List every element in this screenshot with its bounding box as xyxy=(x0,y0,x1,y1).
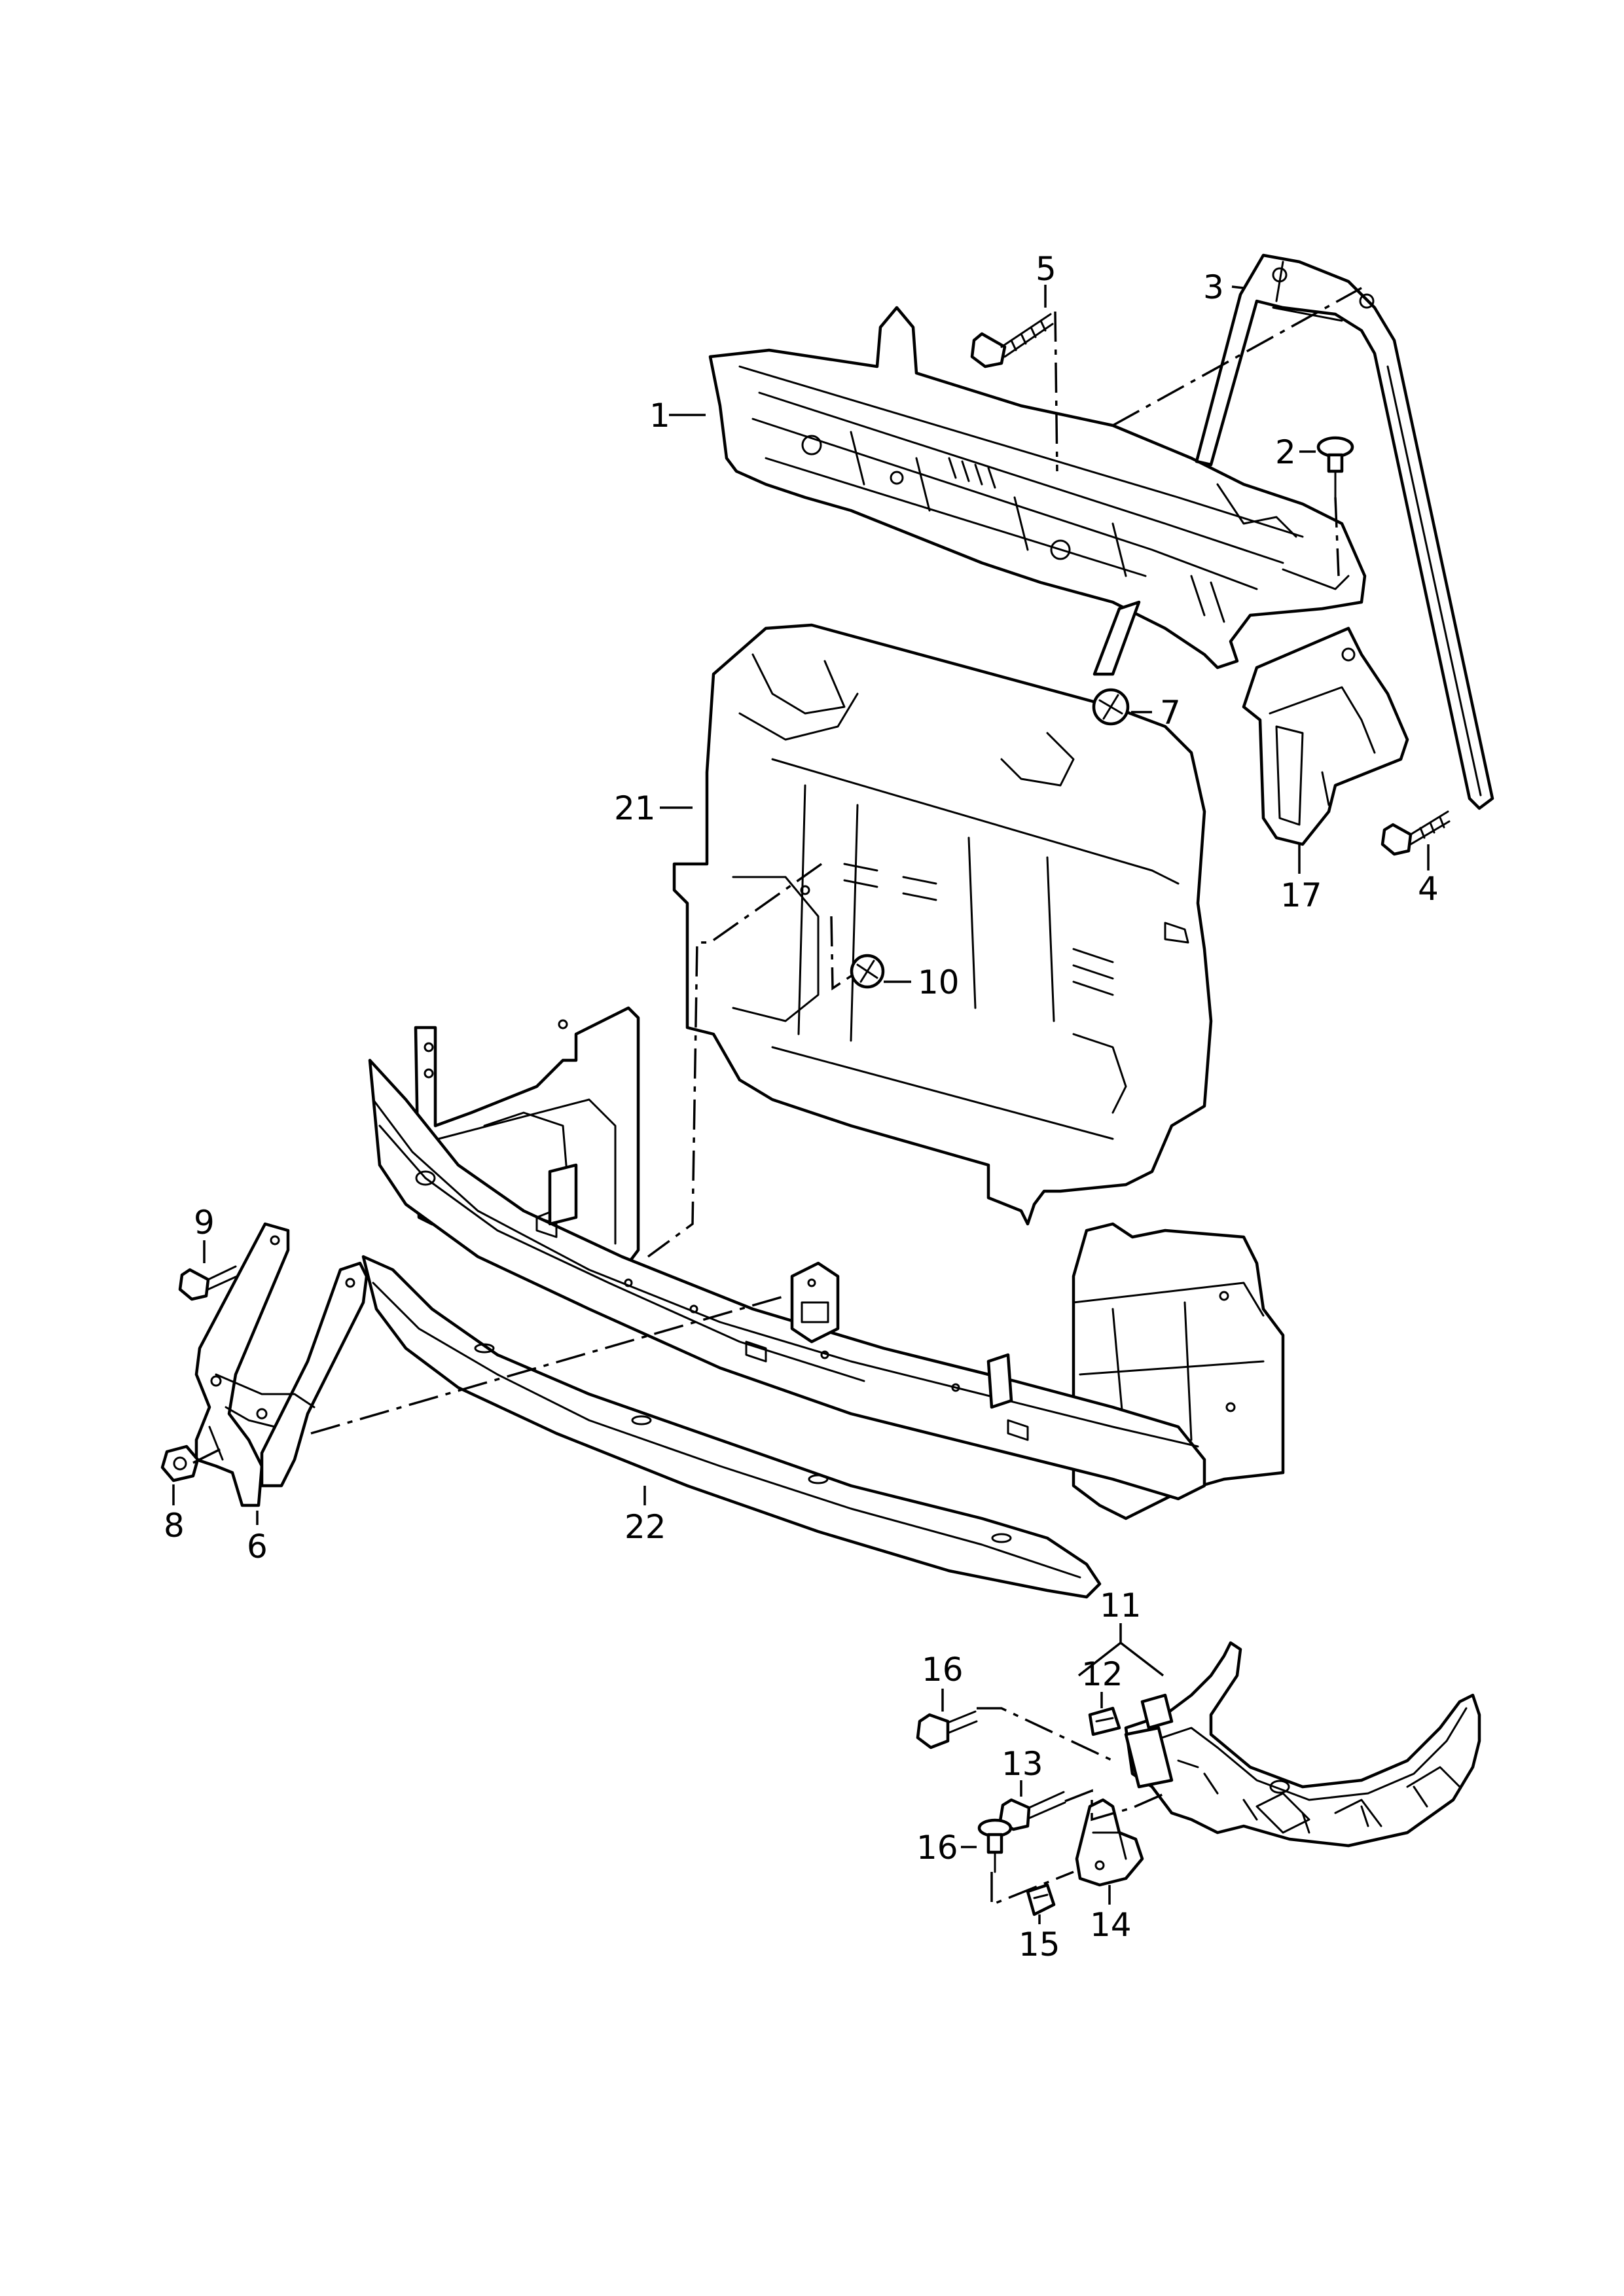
part-16-screw-lower xyxy=(977,1818,1013,1873)
part-6-mount-bracket xyxy=(194,1222,369,1507)
part-10-spring-nut xyxy=(850,954,885,989)
callout-12: 12 xyxy=(1081,1655,1123,1693)
callout-8: 8 xyxy=(164,1507,185,1545)
part-5-bolt xyxy=(970,313,1054,368)
part-1-upper-cross-member xyxy=(708,306,1367,670)
part-21-air-duct xyxy=(672,623,1213,1226)
callout-leaders xyxy=(172,285,1430,1924)
callout-11: 11 xyxy=(1100,1587,1142,1624)
part-3-support-stay xyxy=(1092,253,1494,810)
callout-10: 10 xyxy=(918,963,960,1001)
part-14-small-bracket xyxy=(1075,1798,1144,1887)
callout-16-lower: 16 xyxy=(916,1829,958,1867)
callout-16-upper: 16 xyxy=(922,1651,964,1689)
callout-7: 7 xyxy=(1160,694,1181,732)
part-12-clip xyxy=(1088,1706,1121,1736)
part-22-lock-carrier xyxy=(361,1006,1285,1599)
callout-22: 22 xyxy=(624,1508,666,1546)
callout-9: 9 xyxy=(194,1204,215,1242)
callout-labels: 1 2 3 4 5 6 7 8 9 10 11 12 13 14 15 16 1… xyxy=(164,250,1439,1964)
part-17-bracket xyxy=(1242,626,1409,846)
callout-21: 21 xyxy=(614,789,656,827)
callout-14: 14 xyxy=(1090,1906,1132,1944)
part-7-spring-nut xyxy=(1092,688,1130,726)
callout-1: 1 xyxy=(649,397,670,435)
assembly-lines xyxy=(192,287,1362,1907)
part-2-screw xyxy=(1316,436,1354,499)
callout-6: 6 xyxy=(247,1528,268,1566)
part-9-bolt xyxy=(178,1265,238,1301)
callout-15: 15 xyxy=(1019,1926,1060,1964)
part-16-bolt-upper xyxy=(916,1710,978,1749)
callout-2: 2 xyxy=(1275,433,1296,471)
callout-5: 5 xyxy=(1036,250,1056,288)
callout-13: 13 xyxy=(1001,1745,1043,1783)
part-11-air-guide-bracket xyxy=(1124,1641,1481,1848)
callout-4: 4 xyxy=(1418,870,1439,908)
part-15-clip-nut xyxy=(1026,1883,1056,1916)
part-4-bolt xyxy=(1380,810,1451,856)
part-8-nut xyxy=(160,1444,200,1482)
callout-3: 3 xyxy=(1203,268,1224,306)
callout-17: 17 xyxy=(1280,876,1322,914)
